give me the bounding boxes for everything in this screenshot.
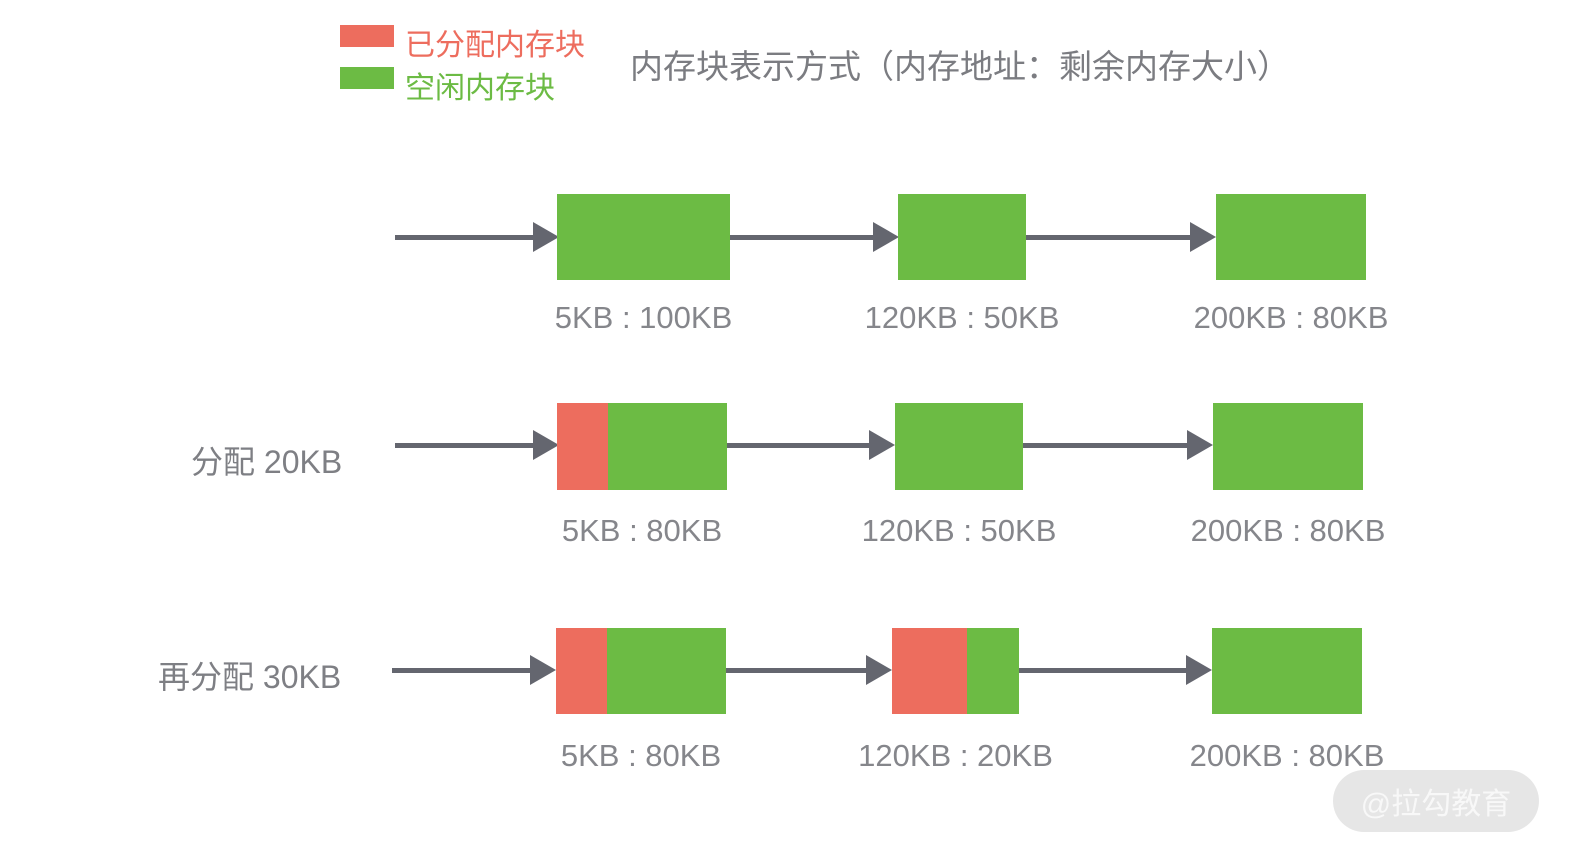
allocated-segment — [557, 403, 608, 490]
memory-block — [1213, 403, 1363, 490]
arrow-line — [1019, 668, 1187, 673]
allocated-segment — [556, 628, 607, 714]
block-caption: 120KB : 50KB — [861, 513, 1057, 548]
arrow-head-icon — [1186, 655, 1212, 685]
arrow-line — [1023, 443, 1191, 448]
arrow-line — [1026, 235, 1194, 240]
arrow-head-icon — [1187, 430, 1213, 460]
memory-block — [556, 628, 726, 714]
row-label: 分配 20KB — [191, 444, 343, 480]
legend-label-free: 空闲内存块 — [405, 72, 555, 105]
row-label: 再分配 30KB — [158, 659, 342, 695]
memory-block — [898, 194, 1026, 280]
memory-block — [1216, 194, 1366, 280]
legend-swatch-allocated — [340, 25, 394, 47]
block-caption: 120KB : 50KB — [864, 300, 1060, 335]
legend-swatch-free — [340, 67, 394, 89]
block-caption: 5KB : 80KB — [561, 513, 723, 548]
memory-block — [892, 628, 1019, 714]
memory-block — [557, 194, 730, 280]
block-caption: 5KB : 80KB — [560, 738, 722, 773]
arrow-line — [730, 235, 877, 240]
arrow-head-icon — [533, 222, 559, 252]
block-caption: 120KB : 20KB — [858, 738, 1053, 773]
watermark-text: @拉勾教育 — [1360, 788, 1512, 821]
arrow-line — [395, 235, 537, 240]
block-caption: 200KB : 80KB — [1189, 738, 1385, 773]
arrow-head-icon — [533, 430, 559, 460]
arrow-head-icon — [1190, 222, 1216, 252]
arrow-head-icon — [530, 655, 556, 685]
arrow-head-icon — [866, 655, 892, 685]
diagram-title: 内存块表示方式（内存地址：剩余内存大小） — [630, 48, 1290, 85]
watermark-badge: @拉勾教育 — [1333, 770, 1539, 832]
arrow-line — [727, 443, 873, 448]
block-caption: 200KB : 80KB — [1193, 300, 1389, 335]
memory-block — [557, 403, 727, 490]
memory-block — [895, 403, 1023, 490]
allocated-segment — [892, 628, 967, 714]
arrow-head-icon — [873, 222, 899, 252]
block-caption: 200KB : 80KB — [1190, 513, 1386, 548]
arrow-head-icon — [869, 430, 895, 460]
arrow-line — [726, 668, 868, 673]
legend-label-allocated: 已分配内存块 — [405, 29, 585, 62]
block-caption: 5KB : 100KB — [554, 300, 733, 335]
arrow-line — [395, 443, 537, 448]
memory-block — [1212, 628, 1362, 714]
arrow-line — [392, 668, 532, 673]
